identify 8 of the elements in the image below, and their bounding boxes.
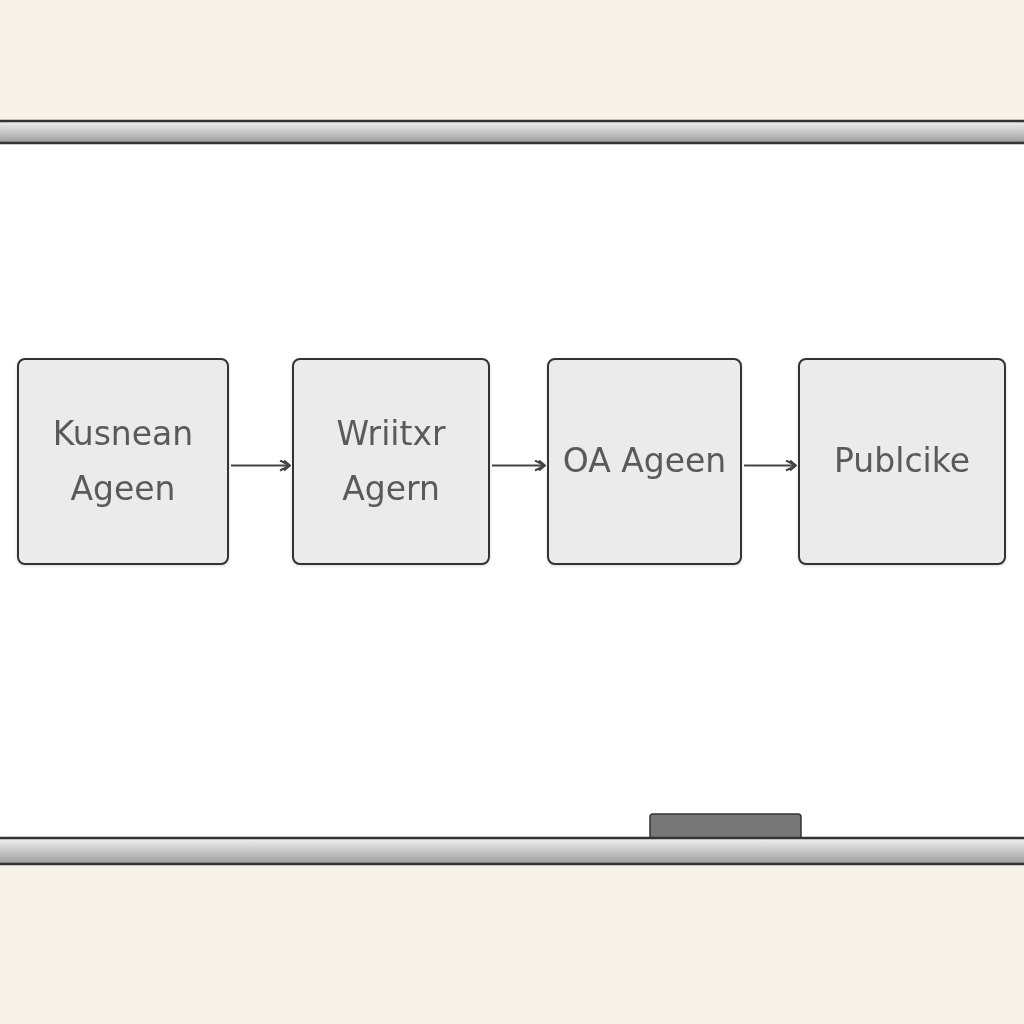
box-label: Kusnean Ageen: [51, 413, 195, 510]
box-label: Publcike: [834, 440, 970, 483]
process-box: [547, 358, 742, 565]
process-box: [798, 358, 1006, 565]
process-box: [17, 358, 229, 565]
box-label: OA Ageen: [562, 440, 727, 483]
box-label: Wriitxr Agern: [335, 413, 447, 510]
process-box: [292, 358, 490, 565]
